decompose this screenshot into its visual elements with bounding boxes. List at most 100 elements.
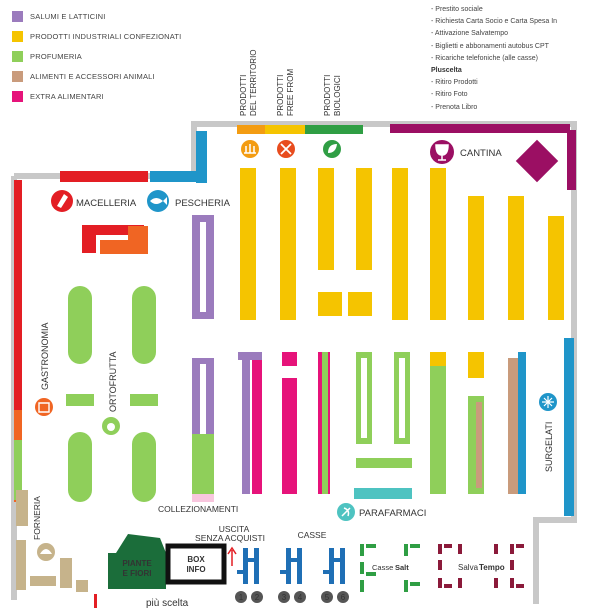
shelf-yellow-4 <box>356 168 372 270</box>
parafarmaci-counter <box>354 488 412 499</box>
salva-label: Salva <box>458 563 479 572</box>
legend-label: SALUMI E LATTICINI <box>30 11 106 21</box>
section-bar-free-from <box>265 125 305 134</box>
surgelati-icon-shape <box>542 396 554 408</box>
service-item: - Prestito sociale <box>431 6 483 13</box>
section-bar-territorio <box>237 125 265 134</box>
service-item: - Attivazione Salvatempo <box>431 30 509 38</box>
shelf-profumeria-low <box>192 434 214 494</box>
piante-fiori-label-1: PIANTE <box>122 559 152 568</box>
piante-fiori-label-2: E FIORI <box>123 569 152 578</box>
checkout-number-badge <box>278 591 290 603</box>
casse-salt-label: Casse <box>372 563 393 572</box>
legend-label: PRODOTTI INDUSTRIALI CONFEZIONATI <box>30 31 182 41</box>
pluscelta-item: - Prenota Libro <box>431 103 478 111</box>
pluscelta-header: Pluscelta <box>431 67 462 75</box>
gastronomia-label: GASTRONOMIA <box>40 322 50 390</box>
shelf-salumi-2-inner <box>200 364 206 434</box>
checkout-number-badge <box>235 591 247 603</box>
box-info-label-1: BOX <box>187 555 205 564</box>
pluscelta-item: - Ritiro Foto <box>431 91 468 99</box>
section-label-biologici-1: PRODOTTI <box>323 75 332 116</box>
salt-label: Salt <box>395 563 409 572</box>
biologici-icon-shape <box>328 144 337 153</box>
section-bar-cantina <box>390 124 570 133</box>
surgelati-label: SURGELATI <box>544 422 554 472</box>
uscita-label-2: SENZA ACQUISTI <box>195 533 265 543</box>
tempo-label: Tempo <box>479 563 505 572</box>
box-info <box>165 543 227 585</box>
shelf-animali-g <box>476 402 482 488</box>
ortofrutta-label: ORTOFRUTTA <box>108 352 118 413</box>
shelf-animali-h <box>508 358 518 494</box>
shelf-yellow-4b <box>348 292 372 316</box>
legend-swatch <box>12 30 23 42</box>
piante-fiori-sign <box>108 553 166 589</box>
legend-swatch <box>12 50 23 62</box>
checkout-number-badge <box>294 591 306 603</box>
legend-swatch <box>12 70 23 82</box>
shelf-yellow-2 <box>280 168 296 320</box>
section-label-territorio-2: DEL TERRITORIO <box>249 49 258 116</box>
forneria-icon-shape <box>40 549 52 554</box>
legend-swatch <box>12 10 23 22</box>
shelf-yellow-6 <box>430 168 446 320</box>
casse-salt-lanes <box>360 544 420 592</box>
legend: SALUMI E LATTICINI PRODOTTI INDUSTRIALI … <box>12 6 181 106</box>
forneria-label: FORNERIA <box>32 496 42 540</box>
checkout-number: 1 <box>239 593 244 602</box>
legend-item-profumeria: PROFUMERIA <box>12 46 181 66</box>
uscita-label-1: USCITA <box>219 524 250 534</box>
checkout-group-2 <box>280 548 302 584</box>
ortofrutta-table-1 <box>68 286 92 364</box>
shelf-surgelati-a <box>518 352 526 494</box>
shelf-purple-a <box>242 352 250 494</box>
shelf-magenta-b2 <box>282 378 297 494</box>
shelf-yellow-1 <box>240 168 256 320</box>
shelf-green-f <box>430 352 446 494</box>
macelleria-counter-top <box>60 171 148 182</box>
casse-label: CASSE <box>298 530 327 540</box>
section-label-freefrom-1: PRODOTTI <box>276 75 285 116</box>
entrance-marker <box>94 594 97 608</box>
ortofrutta-table-2 <box>132 286 156 364</box>
free-from-icon-shape <box>280 143 292 155</box>
forneria-counter-1 <box>16 490 28 526</box>
checkout-number: 5 <box>325 593 330 602</box>
macelleria-label: MACELLERIA <box>76 198 137 209</box>
ortofrutta-table-3 <box>68 432 92 502</box>
macelleria-counter-d <box>128 226 148 254</box>
shelf-yellow-8 <box>508 196 524 320</box>
shelf-yellow-3 <box>318 168 334 270</box>
checkout-group-3 <box>323 548 345 584</box>
forneria-counter-2 <box>16 540 26 590</box>
legend-swatch <box>12 90 23 102</box>
section-label-territorio-1: PRODOTTI <box>239 75 248 116</box>
piante-fiori-roof <box>116 534 166 553</box>
checkout-number: 3 <box>282 593 287 602</box>
checkout-number-badge <box>251 591 263 603</box>
service-item: - Ricariche telefoniche (alle casse) <box>431 54 538 62</box>
section-label-freefrom-2: FREE FROM <box>286 69 295 116</box>
uscita-arrow-icon <box>227 546 237 566</box>
section-bar-cantina-side <box>567 130 576 190</box>
checkout-number-badge <box>337 591 349 603</box>
salvatempo-lanes <box>438 544 524 588</box>
legend-item-salumi: SALUMI E LATTICINI <box>12 6 181 26</box>
checkout-number: 2 <box>255 593 260 602</box>
checkout-number-badge <box>321 591 333 603</box>
pescheria-counter-horizontal <box>150 171 207 182</box>
service-item: - Biglietti e abbonamenti autobus CPT <box>431 42 549 50</box>
legend-label: EXTRA ALIMENTARI <box>30 91 104 101</box>
parafarmaci-icon-shape <box>341 507 351 517</box>
macelleria-counter-a <box>82 225 144 235</box>
macelleria-icon-shape <box>57 194 68 208</box>
profumeria-wall <box>14 440 22 500</box>
shelf-yellow-5 <box>392 168 408 320</box>
pescheria-icon-shape <box>150 197 167 205</box>
shelf-green-bar <box>356 458 412 468</box>
services-list: - Prestito sociale - Richiesta Carta Soc… <box>431 4 557 114</box>
pescheria-counter-vertical <box>196 131 207 183</box>
gastronomia-icon-shape <box>38 402 50 413</box>
